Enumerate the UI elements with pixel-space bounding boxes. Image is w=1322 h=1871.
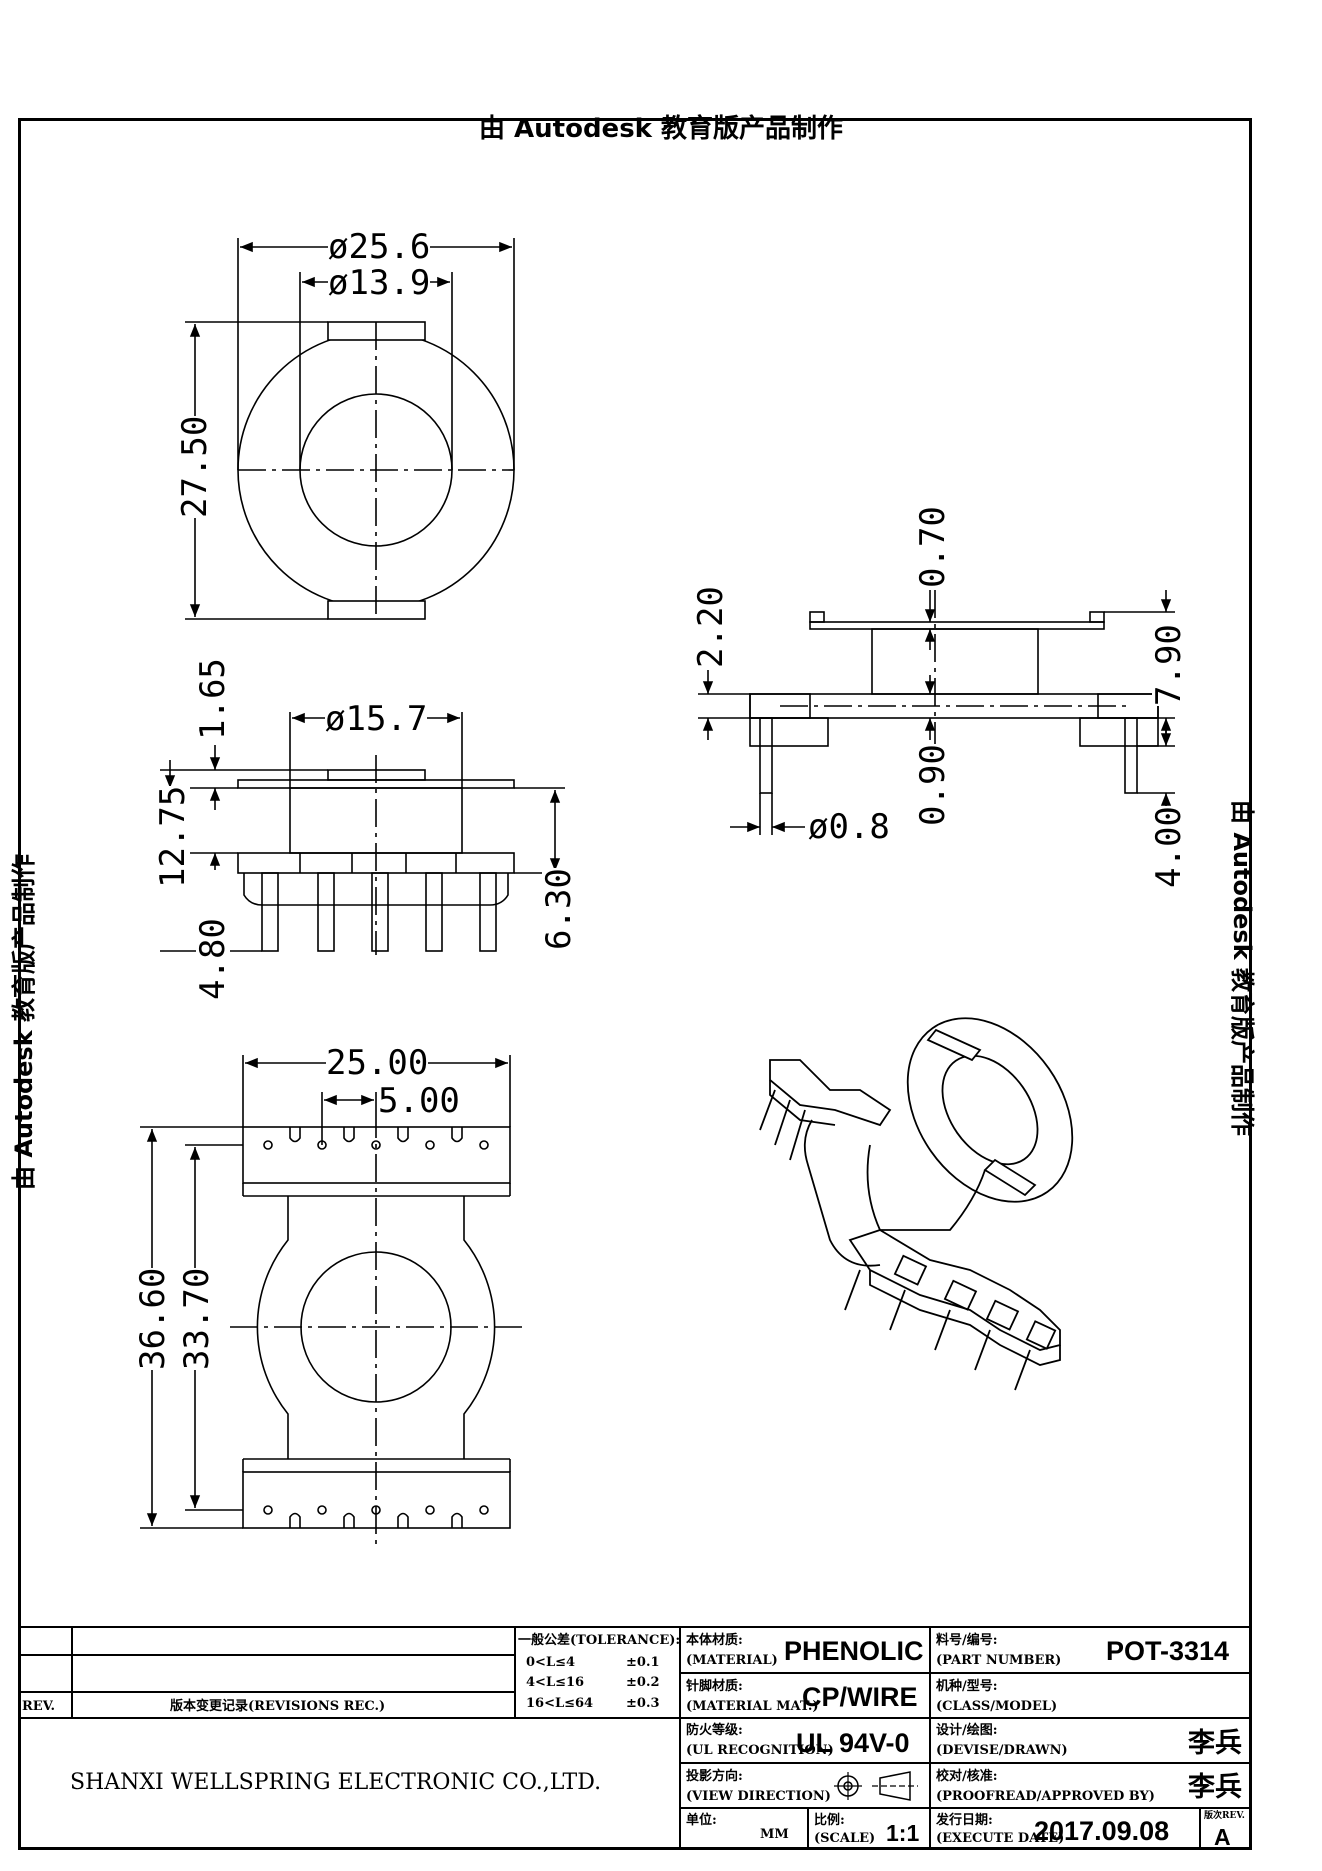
dim-rv-pin-dia: ø0.8: [808, 807, 890, 847]
dim-side-pin: 4.80: [193, 918, 233, 1000]
rev-value: A: [1214, 1824, 1231, 1850]
ul-label-en: (UL RECOGNITION): [686, 1743, 834, 1758]
tolerance-title: 一般公差(TOLERANCE):: [518, 1633, 681, 1648]
ul-label: 防火等级:: [686, 1723, 743, 1738]
dim-rv-0-70: 0.70: [913, 506, 953, 588]
dim-bottom-pitch: 5.00: [378, 1081, 460, 1121]
dim-rv-2-20: 2.20: [691, 586, 731, 668]
proofread-value: 李兵: [1188, 1772, 1242, 1802]
unit-value: MM: [760, 1827, 789, 1842]
rev-label: REV.: [22, 1699, 56, 1714]
right-view: [698, 590, 1175, 835]
date-value: 2017.09.08: [1034, 1816, 1170, 1846]
unit-label: 单位:: [686, 1813, 717, 1828]
dim-side-flange: 1.65: [193, 658, 233, 740]
scale-label: 比例:: [814, 1813, 845, 1828]
part-number-label-en: (PART NUMBER): [936, 1653, 1062, 1668]
design-label-en: (DEVISE/DRAWN): [936, 1743, 1068, 1758]
class-model-label: 机种/型号:: [936, 1679, 998, 1694]
drawing-frame: [18, 118, 1252, 1850]
dim-bottom-inner: 33.70: [177, 1267, 217, 1370]
scale-label-en: (SCALE): [814, 1831, 876, 1846]
tol-range-2: 16<L≤64: [526, 1696, 594, 1711]
rev-small-label: 版次REV.: [1204, 1811, 1245, 1821]
dim-rv-4-00: 4.00: [1149, 806, 1189, 888]
isometric-view: [759, 1017, 1074, 1391]
watermark-top: 由 Autodesk 教育版产品制作: [478, 114, 844, 144]
ul-value: UL 94V-0: [796, 1728, 910, 1758]
design-value: 李兵: [1188, 1728, 1242, 1758]
scale-value: 1:1: [886, 1820, 920, 1846]
tol-range-1: 4<L≤16: [526, 1675, 585, 1690]
pin-material-label: 针脚材质:: [686, 1679, 743, 1694]
tol-val-1: ±0.2: [626, 1675, 660, 1690]
pin-material-label-en: (MATERIAL MAT.): [686, 1699, 819, 1714]
pin-material-value: CP/WIRE: [802, 1682, 918, 1712]
watermark-right: 由 Autodesk 教育版产品制作: [1228, 800, 1256, 1137]
tol-range-0: 0<L≤4: [526, 1655, 576, 1670]
dim-rv-7-90: 7.90: [1149, 624, 1189, 706]
tol-val-0: ±0.1: [626, 1655, 660, 1670]
part-number-value: POT-3314: [1106, 1636, 1230, 1666]
view-label-en: (VIEW DIRECTION): [686, 1789, 831, 1804]
dim-side-dia: ø15.7: [325, 699, 428, 739]
design-label: 设计/绘图:: [936, 1723, 998, 1738]
watermark-left: 由 Autodesk 教育版产品制作: [10, 853, 38, 1190]
dim-rv-0-90: 0.90: [913, 744, 953, 826]
proofread-label-en: (PROOFREAD/APPROVED BY): [936, 1789, 1155, 1804]
view-label: 投影方向:: [686, 1769, 743, 1784]
date-label: 发行日期:: [936, 1813, 993, 1828]
dim-top-height: 27.50: [175, 415, 215, 518]
dim-side-right: 6.30: [539, 868, 579, 950]
dim-top-inner-dia: ø13.9: [328, 263, 431, 303]
dim-bottom-width: 25.00: [326, 1043, 429, 1083]
class-model-label-en: (CLASS/MODEL): [936, 1699, 1058, 1714]
tol-val-2: ±0.3: [626, 1696, 660, 1711]
material-label-en: (MATERIAL): [686, 1653, 778, 1668]
dim-side-total: 12.75: [153, 785, 193, 888]
date-label-en: (EXECUTE DATE): [936, 1831, 1065, 1846]
part-number-label: 料号/编号:: [936, 1633, 998, 1648]
material-label: 本体材质:: [686, 1633, 743, 1648]
revisions-label: 版本变更记录(REVISIONS REC.): [170, 1699, 386, 1714]
dim-top-outer-dia: ø25.6: [328, 227, 431, 267]
title-block-lines: [18, 1626, 1252, 1850]
side-view: [160, 712, 565, 955]
material-value: PHENOLIC: [784, 1636, 924, 1666]
proofread-label: 校对/核准:: [936, 1769, 998, 1784]
dim-bottom-outer: 36.60: [133, 1267, 173, 1370]
company-name: SHANXI WELLSPRING ELECTRONIC CO.,LTD.: [70, 1770, 602, 1795]
